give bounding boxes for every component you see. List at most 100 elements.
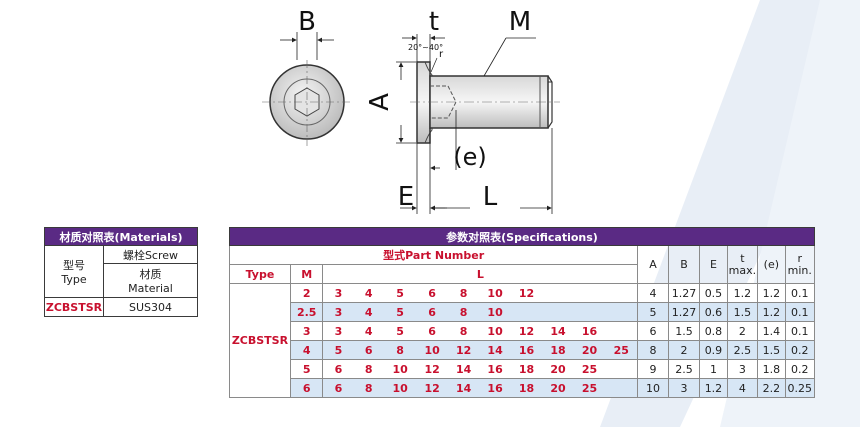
col-a-header: A: [637, 245, 669, 284]
spec-l-value: 8: [383, 340, 417, 360]
spec-l-value: [605, 283, 639, 303]
spec-l-value: 4: [353, 302, 384, 322]
spec-l-value: 3: [322, 283, 354, 303]
col-r-header: r min.: [784, 245, 816, 284]
spec-l-value: 12: [510, 321, 543, 341]
spec-l-value: 6: [416, 302, 448, 322]
dim-a-label: A: [365, 93, 395, 111]
col-t-sub: max.: [728, 263, 757, 277]
spec-l-value: 16: [573, 321, 606, 341]
col-paren-e-header: (e): [757, 245, 786, 284]
spec-l-value: 4: [353, 321, 384, 341]
spec-type-value: ZCBSTSR: [229, 283, 291, 398]
spec-e-value: 0.9: [699, 340, 728, 360]
spec-r-value: 0.1: [784, 321, 816, 341]
spec-m-value: 6: [289, 378, 324, 398]
spec-e-value: 0.6: [699, 302, 728, 322]
spec-l-value: 5: [322, 340, 354, 360]
spec-l-value: 10: [416, 340, 448, 360]
materials-type-header: 型号 Type: [44, 245, 104, 298]
spec-e-value: 1.2: [699, 378, 728, 398]
spec-a-value: 9: [637, 359, 669, 379]
spec-pe-value: 1.8: [757, 359, 786, 379]
spec-l-value: 5: [383, 321, 417, 341]
materials-screw-label: 螺栓Screw: [103, 245, 198, 264]
spec-l-value: 10: [479, 302, 511, 322]
part-number-header: 型式Part Number: [228, 245, 639, 265]
spec-t-value: 2: [726, 321, 759, 341]
spec-l-value: [573, 302, 606, 322]
spec-b-value: 2: [667, 340, 701, 360]
spec-l-value: 12: [447, 340, 480, 360]
spec-a-value: 4: [637, 283, 669, 303]
dim-t-label: t: [429, 7, 439, 37]
spec-l-value: 10: [383, 378, 417, 398]
spec-l-value: 10: [479, 321, 511, 341]
dim-b-label: B: [298, 7, 316, 37]
spec-a-value: 6: [637, 321, 669, 341]
spec-l-value: 4: [353, 283, 384, 303]
spec-m-value: 5: [289, 359, 324, 379]
spec-r-value: 0.25: [784, 378, 816, 398]
spec-e-value: 0.8: [699, 321, 728, 341]
spec-l-value: 10: [479, 283, 511, 303]
spec-l-value: 12: [510, 283, 543, 303]
spec-l-value: 25: [573, 378, 606, 398]
col-e-header: E: [699, 245, 728, 284]
spec-e-value: 0.5: [699, 283, 728, 303]
spec-l-value: [510, 302, 543, 322]
specifications-title: 参数对照表(Specifications): [229, 227, 815, 246]
spec-l-value: 25: [605, 340, 639, 360]
spec-b-value: 2.5: [667, 359, 701, 379]
dim-l-label: L: [483, 182, 498, 212]
spec-m-value: 4: [289, 340, 324, 360]
spec-l-value: 20: [542, 359, 574, 379]
spec-r-value: 0.1: [784, 302, 816, 322]
col-l-header: L: [322, 264, 639, 284]
dim-m-label: M: [509, 7, 531, 37]
spec-l-value: 10: [383, 359, 417, 379]
spec-l-value: 8: [353, 378, 384, 398]
spec-l-value: 8: [353, 359, 384, 379]
materials-type-value: ZCBSTSR: [44, 297, 104, 317]
spec-l-value: 14: [447, 378, 480, 398]
spec-l-value: [605, 321, 639, 341]
spec-l-value: 8: [447, 283, 480, 303]
spec-l-value: 6: [416, 283, 448, 303]
col-r-label: r: [797, 251, 803, 265]
spec-l-value: 14: [542, 321, 574, 341]
col-b-header: B: [667, 245, 701, 284]
materials-type-label-cn: 型号: [63, 259, 85, 272]
materials-title: 材质对照表(Materials): [44, 227, 198, 246]
spec-l-value: 3: [322, 321, 354, 341]
spec-pe-value: 1.2: [757, 283, 786, 303]
materials-material-value: SUS304: [103, 297, 198, 317]
materials-material-label-en: Material: [128, 282, 173, 295]
screw-side-view: t 20°~40° r M A (e) E L: [365, 7, 560, 214]
spec-l-value: [605, 359, 639, 379]
spec-a-value: 10: [637, 378, 669, 398]
materials-material-label-cn: 材质: [139, 268, 162, 281]
col-type-header: Type: [229, 264, 291, 284]
dim-e-label: E: [398, 182, 414, 212]
spec-a-value: 5: [637, 302, 669, 322]
spec-pe-value: 2.2: [757, 378, 786, 398]
spec-l-value: 14: [447, 359, 480, 379]
col-t-label: t: [740, 251, 745, 265]
dim-angle-label: 20°~40°: [408, 43, 443, 52]
screw-technical-drawing: B t 20°~40° r M A: [262, 7, 560, 214]
specifications-table: 参数对照表(Specifications) 型式Part Number A B …: [228, 227, 816, 398]
spec-t-value: 4: [726, 378, 759, 398]
spec-l-value: 3: [322, 302, 354, 322]
spec-l-value: 18: [542, 340, 574, 360]
spec-b-value: 1.27: [667, 283, 701, 303]
materials-table: 材质对照表(Materials) 型号 Type 螺栓Screw 材质 Mate…: [44, 227, 198, 317]
spec-l-value: 6: [322, 359, 354, 379]
spec-l-value: 16: [479, 359, 511, 379]
